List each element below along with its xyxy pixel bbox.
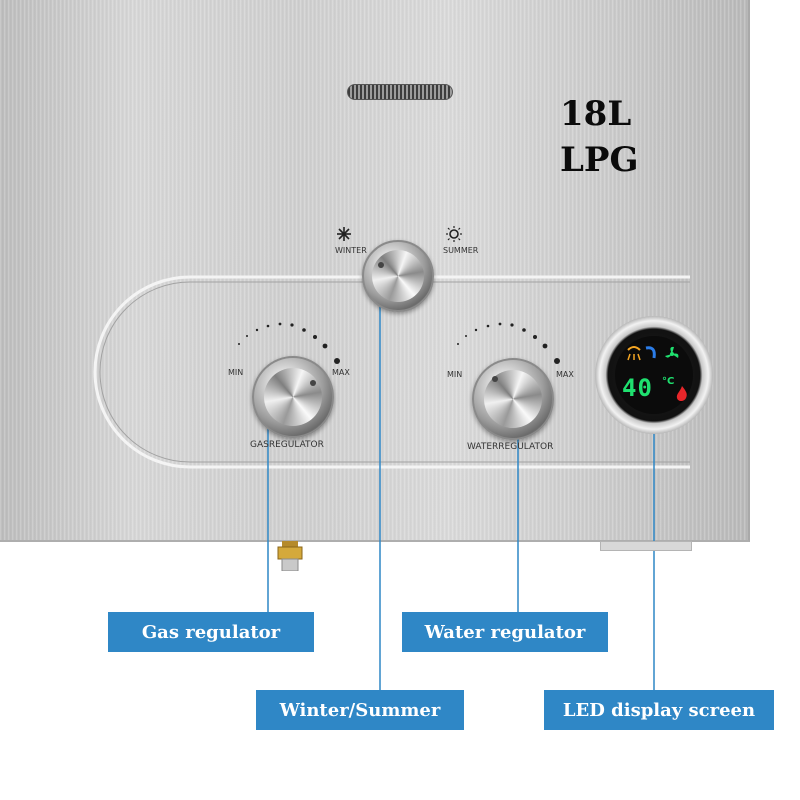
fuel-type-label: LPG [560, 140, 639, 180]
callout-gas-regulator: Gas regulator [108, 612, 314, 652]
knob-indicator [310, 380, 316, 386]
gas-min-label: MIN [228, 368, 244, 377]
temperature-readout: 40 [622, 374, 653, 402]
summer-label: SUMMER [443, 246, 479, 255]
winter-summer-knob[interactable] [362, 240, 434, 312]
gas-regulator-knob[interactable] [252, 356, 334, 438]
exhaust-vent [347, 84, 453, 100]
fan-icon [665, 346, 679, 358]
water-regulator-label: WATERREGULATOR [467, 442, 554, 452]
temperature-unit: °C [662, 376, 675, 387]
callout-winter-summer: Winter/Summer [256, 690, 464, 730]
water-flow-icon [645, 346, 656, 359]
winter-label: WINTER [335, 246, 367, 255]
gas-regulator-label: GASREGULATOR [250, 440, 324, 450]
shower-icon [627, 346, 641, 361]
display-status-icons [627, 346, 679, 361]
knob-indicator [378, 262, 384, 268]
sun-icon [446, 226, 462, 242]
callout-led-display: LED display screen [544, 690, 774, 730]
mounting-bracket [600, 541, 692, 551]
water-min-label: MIN [447, 370, 463, 379]
callout-water-regulator: Water regulator [402, 612, 608, 652]
snowflake-icon [337, 227, 351, 241]
knob-face [372, 250, 424, 302]
knob-indicator [492, 376, 498, 382]
gas-max-label: MAX [332, 368, 350, 377]
capacity-label: 18L [560, 94, 632, 134]
knob-face [264, 368, 322, 426]
gas-inlet-fitting [277, 541, 303, 571]
water-max-label: MAX [556, 370, 574, 379]
flame-icon [676, 386, 687, 401]
water-regulator-knob[interactable] [472, 358, 554, 440]
